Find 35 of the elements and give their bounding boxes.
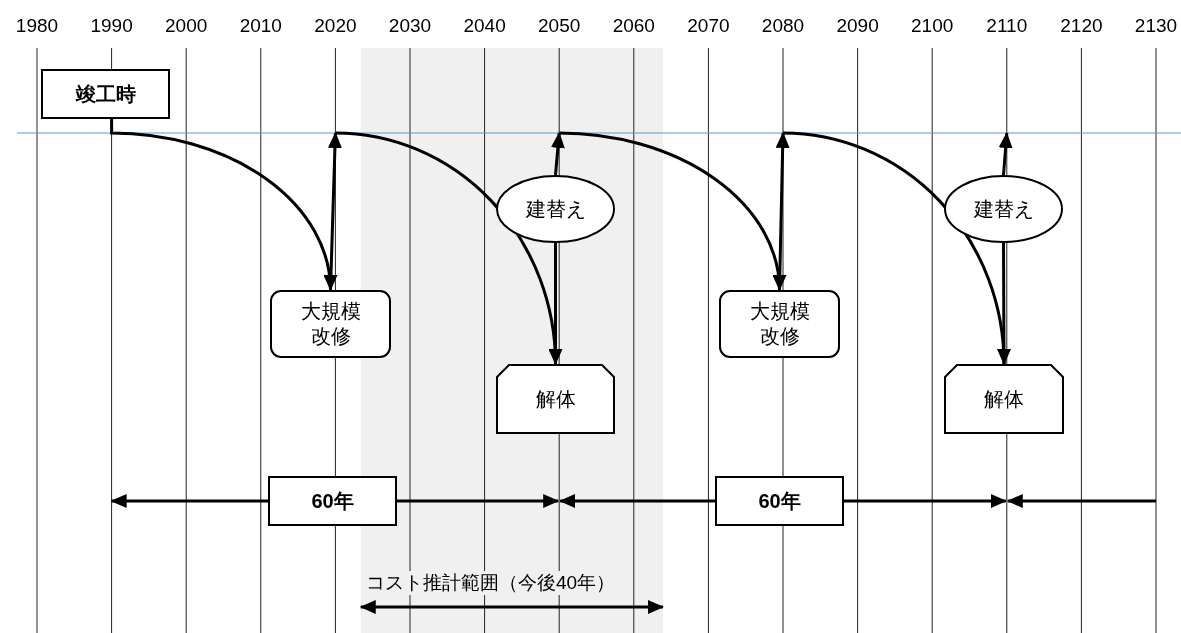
year-label: 2050 xyxy=(537,14,582,38)
year-label: 2000 xyxy=(164,14,209,38)
arrow xyxy=(775,132,790,291)
year-label: 1980 xyxy=(14,14,60,38)
process-box: 解体 xyxy=(944,364,1064,434)
year-label: 2060 xyxy=(611,14,656,38)
year-label: 2090 xyxy=(835,14,880,38)
arrow xyxy=(559,494,715,508)
year-label: 2010 xyxy=(238,14,283,38)
arrow xyxy=(998,132,1013,176)
duration-box: 60年 xyxy=(715,476,844,526)
year-label: 2020 xyxy=(313,14,358,38)
arrow xyxy=(327,132,342,291)
label-box: 竣工時 xyxy=(41,69,170,119)
connector-line xyxy=(1002,243,1006,364)
year-label: 2120 xyxy=(1059,14,1104,38)
event-ellipse: 建替え xyxy=(944,175,1063,243)
duration-box: 60年 xyxy=(268,476,397,526)
year-label: 2030 xyxy=(387,14,433,38)
year-label: 2040 xyxy=(462,14,507,38)
year-label: 1990 xyxy=(89,14,134,38)
year-label: 2080 xyxy=(760,14,806,38)
arrow xyxy=(550,132,565,176)
event-ellipse: 建替え xyxy=(496,175,615,243)
year-label: 2130 xyxy=(1133,14,1179,38)
year-label: 2070 xyxy=(686,14,731,38)
arrow xyxy=(781,131,1011,365)
process-box: 大規模改修 xyxy=(719,290,840,358)
year-label: 2100 xyxy=(910,14,955,38)
year-label: 2110 xyxy=(985,14,1029,38)
arrow xyxy=(844,494,1007,508)
process-box: 大規模改修 xyxy=(270,290,391,358)
arrow xyxy=(397,494,560,508)
process-box: 解体 xyxy=(496,364,615,434)
arrow xyxy=(110,494,268,508)
